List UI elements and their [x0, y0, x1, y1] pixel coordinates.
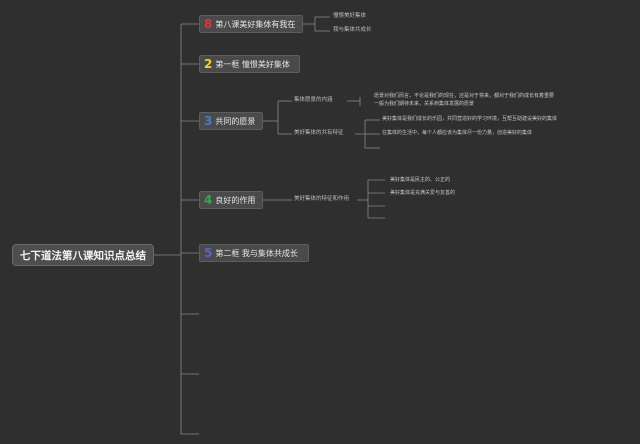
- topic-item[interactable]: 我与集体共成长: [333, 27, 372, 33]
- number-badge: 2: [204, 57, 213, 71]
- detail-text: 愿景对我们而言，不论是我们的现在，还是对于将来，都对于我们的成长有着重要: [374, 93, 555, 99]
- branch-label: 第八课美好集体有我在: [215, 19, 296, 29]
- topic-item[interactable]: 憧憬美好集体: [333, 13, 367, 19]
- branch-node-lesson8[interactable]: 8 第八课美好集体有我在: [199, 15, 303, 33]
- subtopic-label[interactable]: 美好集体的特征和作用: [294, 196, 350, 202]
- root-node[interactable]: 七下道法第八课知识点总结: [12, 244, 154, 266]
- number-badge: 8: [204, 17, 213, 31]
- number-badge: 3: [204, 114, 213, 128]
- branch-node-good-role[interactable]: 4 良好的作用: [199, 191, 263, 209]
- number-badge: 4: [204, 193, 213, 207]
- branch-label: 共同的愿景: [215, 116, 256, 126]
- number-badge: 5: [204, 246, 213, 260]
- branch-node-frame1[interactable]: 2 第一框 憧憬美好集体: [199, 55, 300, 73]
- branch-label: 良好的作用: [215, 195, 256, 205]
- detail-text: 一般为我们期待未来，关系到集体发展的愿景: [374, 101, 475, 107]
- subtopic-label[interactable]: 美好集体的共有特征: [294, 130, 344, 136]
- detail-text: 在集体的生活中，每个人都应该为集体尽一份力量，创造美好的集体: [382, 130, 533, 136]
- subtopic-label[interactable]: 集体愿景的内涵: [294, 97, 333, 103]
- branch-label: 第一框 憧憬美好集体: [215, 59, 290, 69]
- branch-node-frame2[interactable]: 5 第二框 我与集体共成长: [199, 244, 309, 262]
- detail-text: 美好集体是民主的、公正的: [390, 177, 451, 183]
- detail-text: 美好集体是我们成长的乐园，共同营造好的学习环境，互帮互助建设美好的集体: [382, 116, 558, 122]
- branch-label: 第二框 我与集体共成长: [215, 248, 298, 258]
- branch-node-shared-vision[interactable]: 3 共同的愿景: [199, 112, 263, 130]
- detail-text: 美好集体是充满关爱与友善的: [390, 190, 456, 196]
